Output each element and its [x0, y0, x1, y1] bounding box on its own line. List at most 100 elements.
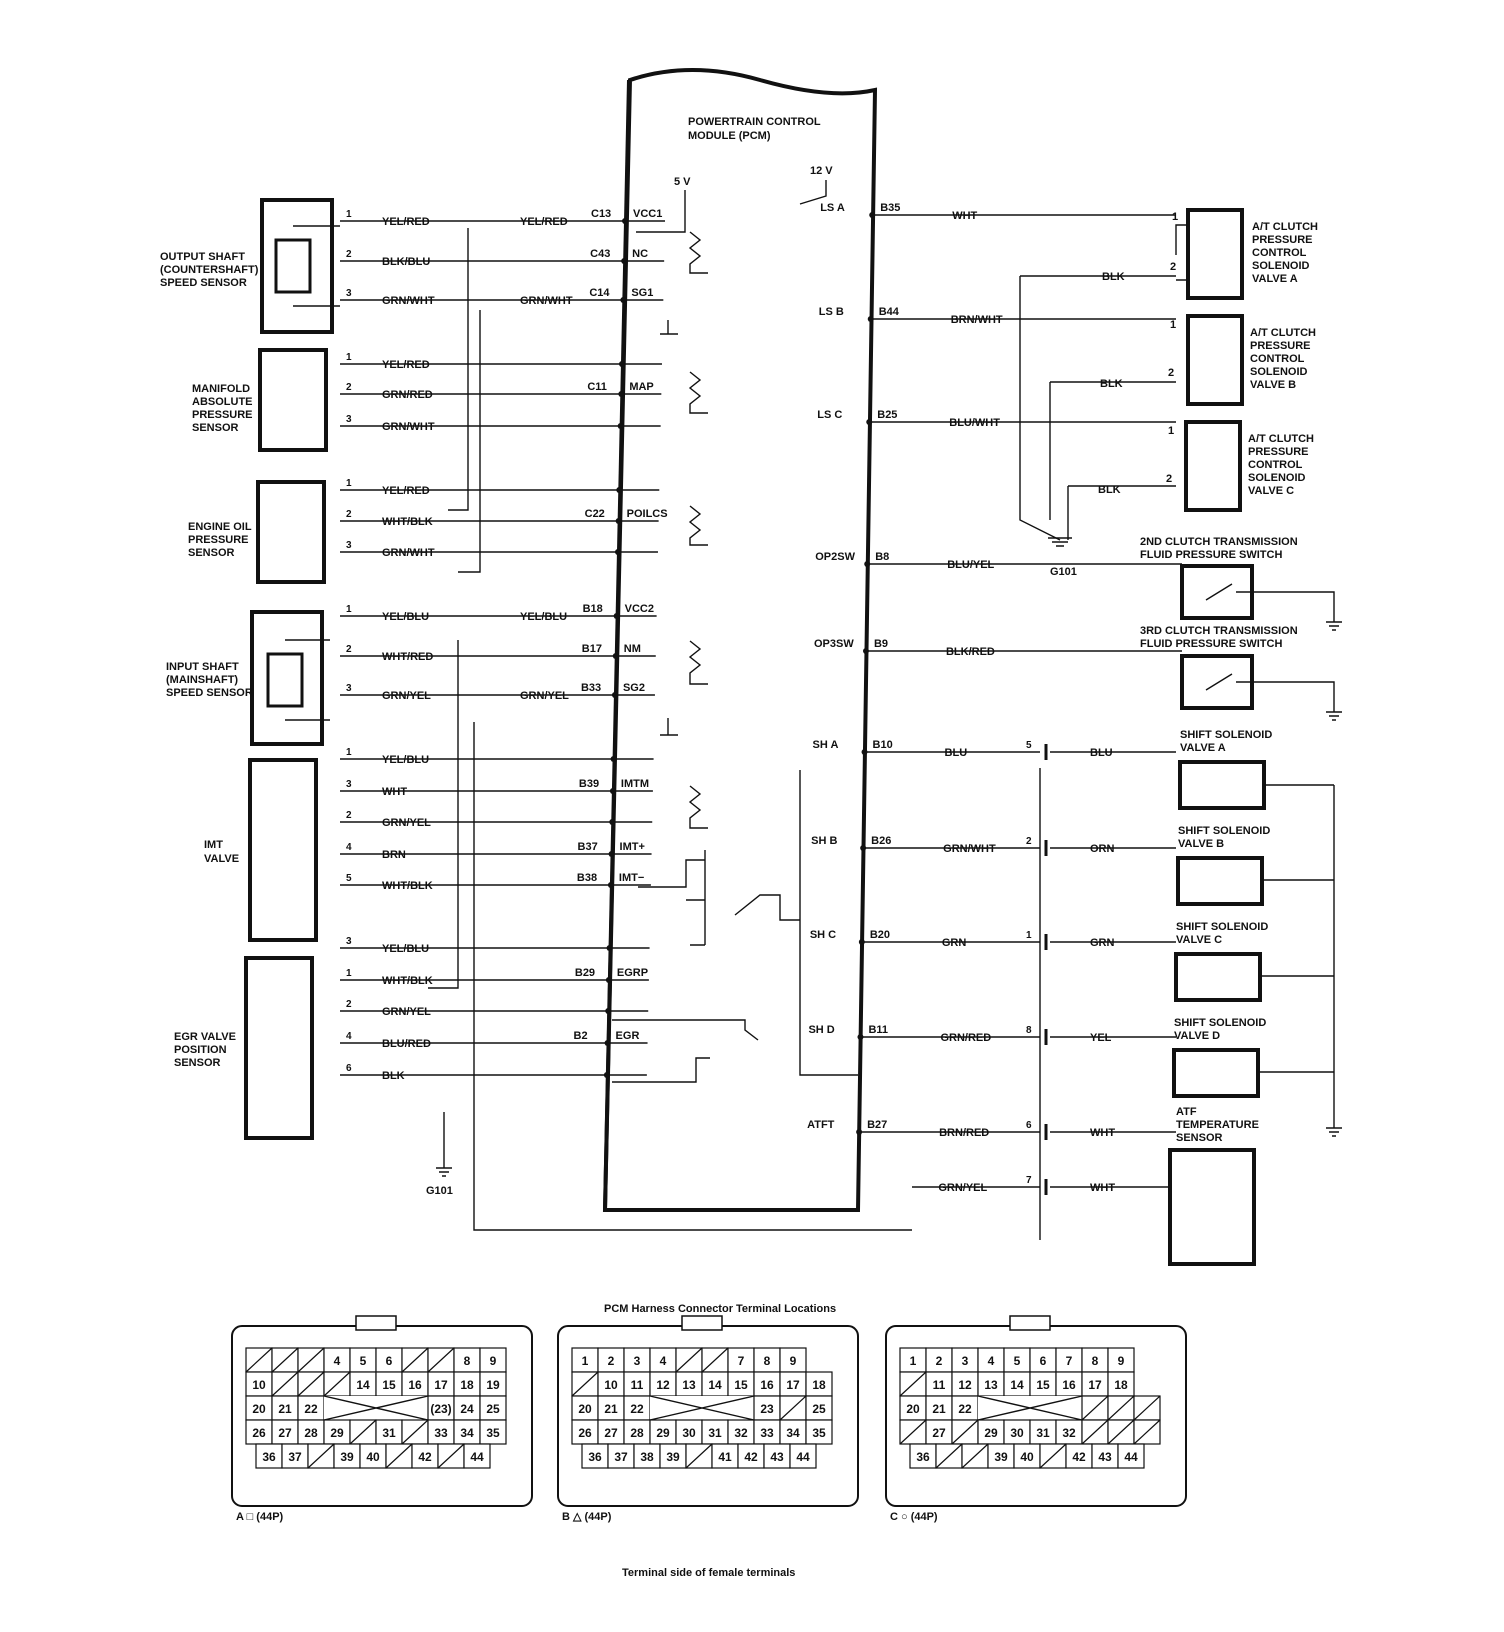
wire-color: BLK	[382, 1070, 405, 1082]
output-shaft-label-1: OUTPUT SHAFT	[160, 251, 245, 263]
connector-cell: 2	[597, 1347, 625, 1373]
pcm-terminal: B39	[579, 778, 599, 790]
connector-cell: 30	[1003, 1419, 1031, 1445]
connector-cell: 26	[571, 1419, 599, 1445]
connector-terminal-number: 23	[760, 1402, 774, 1416]
sw2-label-2: FLUID PRESSURE SWITCH	[1140, 549, 1282, 561]
solenoid-pins: 1 2 BLK 1 2 BLK 1 2 BLK	[1020, 211, 1178, 496]
oil-pressure-sensor: ENGINE OIL PRESSURE SENSOR	[188, 480, 326, 584]
g101-right-label: G101	[1050, 566, 1077, 578]
map-label-3: PRESSURE	[192, 409, 253, 421]
connector-cell: 23	[753, 1395, 781, 1421]
pcm-signal: LS B	[819, 306, 844, 318]
connector-cell: 37	[607, 1443, 635, 1469]
connector-terminal-number: 25	[486, 1402, 500, 1416]
connector-cell: 18	[1107, 1371, 1135, 1397]
wire-pin: 1	[346, 604, 352, 615]
wire-pin: 1	[346, 968, 352, 979]
pcm-terminal: B25	[877, 409, 897, 421]
wire-pin: 1	[346, 352, 352, 363]
solenoid-c-label-1: A/T CLUTCH	[1248, 433, 1314, 445]
connector-terminal-number: 22	[630, 1402, 644, 1416]
input-shaft-sensor: INPUT SHAFT (MAINSHAFT) SPEED SENSOR	[166, 610, 330, 746]
shift-solenoid-c: SHIFT SOLENOID VALVE C	[1174, 921, 1334, 1002]
connector-cell	[401, 1419, 429, 1445]
wire-color: WHT/BLK	[382, 975, 433, 987]
pcm-signal: IMT−	[619, 872, 644, 884]
pcm-terminal: B9	[874, 638, 888, 650]
connector-cell	[701, 1347, 729, 1373]
connector-cell: 38	[633, 1443, 661, 1469]
pcm-module: POWERTRAIN CONTROL MODULE (PCM) 5 V 12 V	[602, 68, 878, 1212]
connector-c-label: C ○ (44P)	[890, 1511, 938, 1523]
connector-terminal-number: 21	[604, 1402, 618, 1416]
connector-cell: 21	[925, 1395, 953, 1421]
wire-color: BLK/RED	[946, 646, 995, 658]
pcm-signal: POILCS	[627, 508, 668, 520]
wire-color: BLU/RED	[382, 1038, 431, 1050]
connector-terminal-number: 30	[1010, 1426, 1024, 1440]
wire-color: GRN	[1090, 937, 1115, 949]
connector-terminal-number: 44	[796, 1450, 810, 1464]
pressure-switch-2nd: 2ND CLUTCH TRANSMISSION FLUID PRESSURE S…	[1140, 536, 1342, 631]
connector-cell: 26	[245, 1419, 273, 1445]
connector-cell: 43	[1091, 1443, 1119, 1469]
connector-terminal-number: 14	[708, 1378, 722, 1392]
connector-cell: 35	[805, 1419, 833, 1445]
shift-b-label-2: VALVE B	[1178, 838, 1224, 850]
sw3-label-2: FLUID PRESSURE SWITCH	[1140, 638, 1282, 650]
wire-color: GRN/WHT	[943, 843, 996, 855]
pcm-terminal: B11	[868, 1024, 888, 1036]
pcm-terminal: B38	[577, 872, 597, 884]
pcm-terminal: C13	[591, 208, 611, 220]
wire-pin: 2	[346, 382, 352, 393]
wire-color: WHT/BLK	[382, 880, 433, 892]
connector-cell: 1	[571, 1347, 599, 1373]
input-shaft-label-1: INPUT SHAFT	[166, 661, 239, 673]
connector-terminal-number: 2	[936, 1354, 943, 1368]
connector-cell: 39	[659, 1443, 687, 1469]
sol-c-pin-2: 2	[1166, 473, 1172, 485]
wire-color: WHT	[952, 210, 977, 222]
connector-terminal-number: 33	[434, 1426, 448, 1440]
sol-c-blk: BLK	[1098, 484, 1121, 496]
connector-cell: 6	[1029, 1347, 1057, 1373]
wire-color: YEL/BLU	[382, 943, 429, 955]
connector-cell: 4	[323, 1347, 351, 1373]
connector-cell: 31	[375, 1419, 403, 1445]
wire-mid-color: GRN/YEL	[520, 690, 569, 702]
connectors-title: PCM Harness Connector Terminal Locations	[604, 1303, 836, 1315]
wire-color: BLK/BLU	[382, 256, 430, 268]
map-label-4: SENSOR	[192, 422, 239, 434]
connector-terminal-number: 36	[916, 1450, 930, 1464]
connector-cell	[1039, 1443, 1067, 1469]
connector-terminal-number: 15	[1036, 1378, 1050, 1392]
connector-cell	[1081, 1419, 1109, 1445]
shift-solenoid-a: SHIFT SOLENOID VALVE A	[1178, 729, 1334, 810]
connector-cell: 1	[899, 1347, 927, 1373]
connector-terminal-number: 19	[486, 1378, 500, 1392]
connector-terminal-number: 15	[734, 1378, 748, 1392]
shift-c-label-2: VALVE C	[1176, 934, 1222, 946]
solenoid-a-label-1: A/T CLUTCH	[1252, 221, 1318, 233]
wire-pin: 1	[346, 478, 352, 489]
pcm-terminal: C43	[590, 248, 610, 260]
sol-b-pin-2: 2	[1168, 367, 1174, 379]
connector-cell: 33	[753, 1419, 781, 1445]
connector-terminal-number: 32	[1062, 1426, 1076, 1440]
egr-label-3: SENSOR	[174, 1057, 221, 1069]
pcm-signal: SH B	[811, 835, 837, 847]
connector-cell: 44	[789, 1443, 817, 1469]
clutch-solenoid-c: A/T CLUTCH PRESSURE CONTROL SOLENOID VAL…	[1184, 420, 1314, 512]
wire-pin: 2	[346, 509, 352, 520]
wire-pin: 4	[346, 842, 352, 853]
